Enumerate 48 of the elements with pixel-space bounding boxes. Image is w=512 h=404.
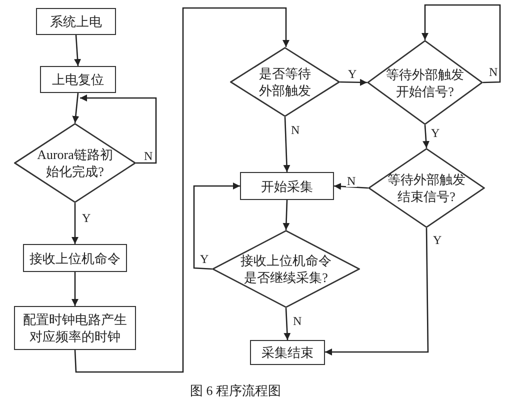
arrow xyxy=(422,124,430,148)
edge-label: Y xyxy=(430,127,441,139)
edge-label: N xyxy=(292,315,303,327)
arrow xyxy=(334,182,368,190)
edge-label: Y xyxy=(347,68,358,80)
box-text: 采集结束 xyxy=(260,344,314,361)
process-box xyxy=(36,8,116,35)
box-text: 等待外部触发开始信号? xyxy=(386,66,464,100)
caption: 图 6 程序流程图 xyxy=(190,382,281,400)
process-box xyxy=(23,244,127,272)
arrow xyxy=(282,200,290,230)
arrow xyxy=(72,272,78,306)
process-box xyxy=(40,66,116,93)
arrow xyxy=(74,7,290,373)
box-text: 等待外部触发结束信号? xyxy=(388,171,466,205)
edge-label: N xyxy=(143,150,154,162)
arrow xyxy=(72,203,78,244)
edge-label: N xyxy=(290,124,301,136)
decision-diamond xyxy=(368,148,485,228)
box-text: 配置时钟电路产生对应频率的时钟 xyxy=(22,311,128,345)
arrow xyxy=(74,34,82,66)
box-text: 接收上位机命令 xyxy=(28,250,122,266)
decision-diamond xyxy=(367,40,483,125)
edge-label: Y xyxy=(199,253,210,265)
process-box xyxy=(250,340,325,365)
box-text: 是否等待外部触发 xyxy=(258,65,312,99)
box-text: 系统上电 xyxy=(49,13,103,30)
arrow xyxy=(193,182,240,270)
process-box xyxy=(14,306,136,350)
decision-diamond xyxy=(212,230,360,308)
box-text: Aurora链路初始化完成? xyxy=(36,146,114,180)
box-text: 上电复位 xyxy=(51,71,105,88)
process-box xyxy=(240,172,334,200)
arrow xyxy=(283,116,290,172)
arrow xyxy=(422,4,501,84)
arrow xyxy=(72,92,80,124)
box-text: 接收上位机命令是否继续采集? xyxy=(240,252,332,286)
decision-diamond xyxy=(14,123,136,203)
decision-diamond xyxy=(230,47,340,117)
arrow xyxy=(325,228,429,356)
arrow xyxy=(80,94,157,164)
arrow xyxy=(284,308,291,340)
edge-label: Y xyxy=(432,234,443,246)
edge-label: Y xyxy=(81,212,92,224)
box-text: 开始采集 xyxy=(260,178,314,194)
arrow xyxy=(340,78,368,86)
edge-label: N xyxy=(346,175,357,187)
edge-label: N xyxy=(488,66,499,78)
